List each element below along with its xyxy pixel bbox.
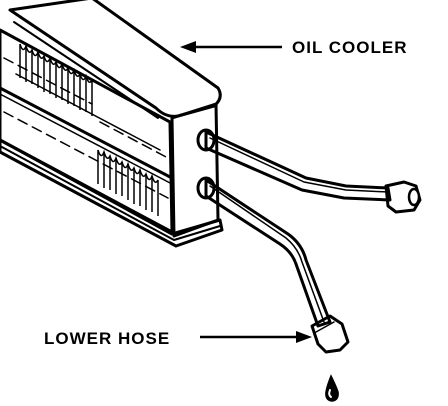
- lower-hose-leader: [200, 331, 312, 343]
- upper-tube-nut-opening: [407, 187, 421, 207]
- cooler-fins-lower: [97, 149, 159, 216]
- cooler-core-lines: [3, 57, 169, 199]
- cooler-fins-upper: [19, 43, 93, 116]
- oil-cooler-label: OIL COOLER: [292, 38, 407, 57]
- oil-cooler-end-face: [170, 102, 220, 238]
- upper-oil-tube: [196, 128, 422, 214]
- oil-drip-icon: [325, 374, 339, 402]
- cooler-divider-edge: [0, 93, 173, 185]
- lower-tube-body: [204, 178, 332, 328]
- lower-hose-nut-edge: [315, 321, 335, 333]
- cooler-inner-line: [15, 73, 161, 151]
- oil-cooler-base: [0, 138, 224, 248]
- oil-cooler: [0, 0, 224, 248]
- lower-hose-nut: [310, 314, 350, 354]
- upper-tube-highlight: [209, 137, 389, 193]
- oil-cooler-base-edge: [0, 145, 221, 241]
- lower-hose-assembly: [196, 176, 350, 354]
- lower-tube-highlight: [209, 185, 325, 323]
- upper-tube-body: [204, 130, 392, 202]
- cooler-divider: [0, 86, 174, 180]
- lower-hose-label: LOWER HOSE: [44, 329, 170, 348]
- oil-cooler-front-face: [0, 28, 174, 234]
- oil-cooler-leader: [180, 41, 282, 53]
